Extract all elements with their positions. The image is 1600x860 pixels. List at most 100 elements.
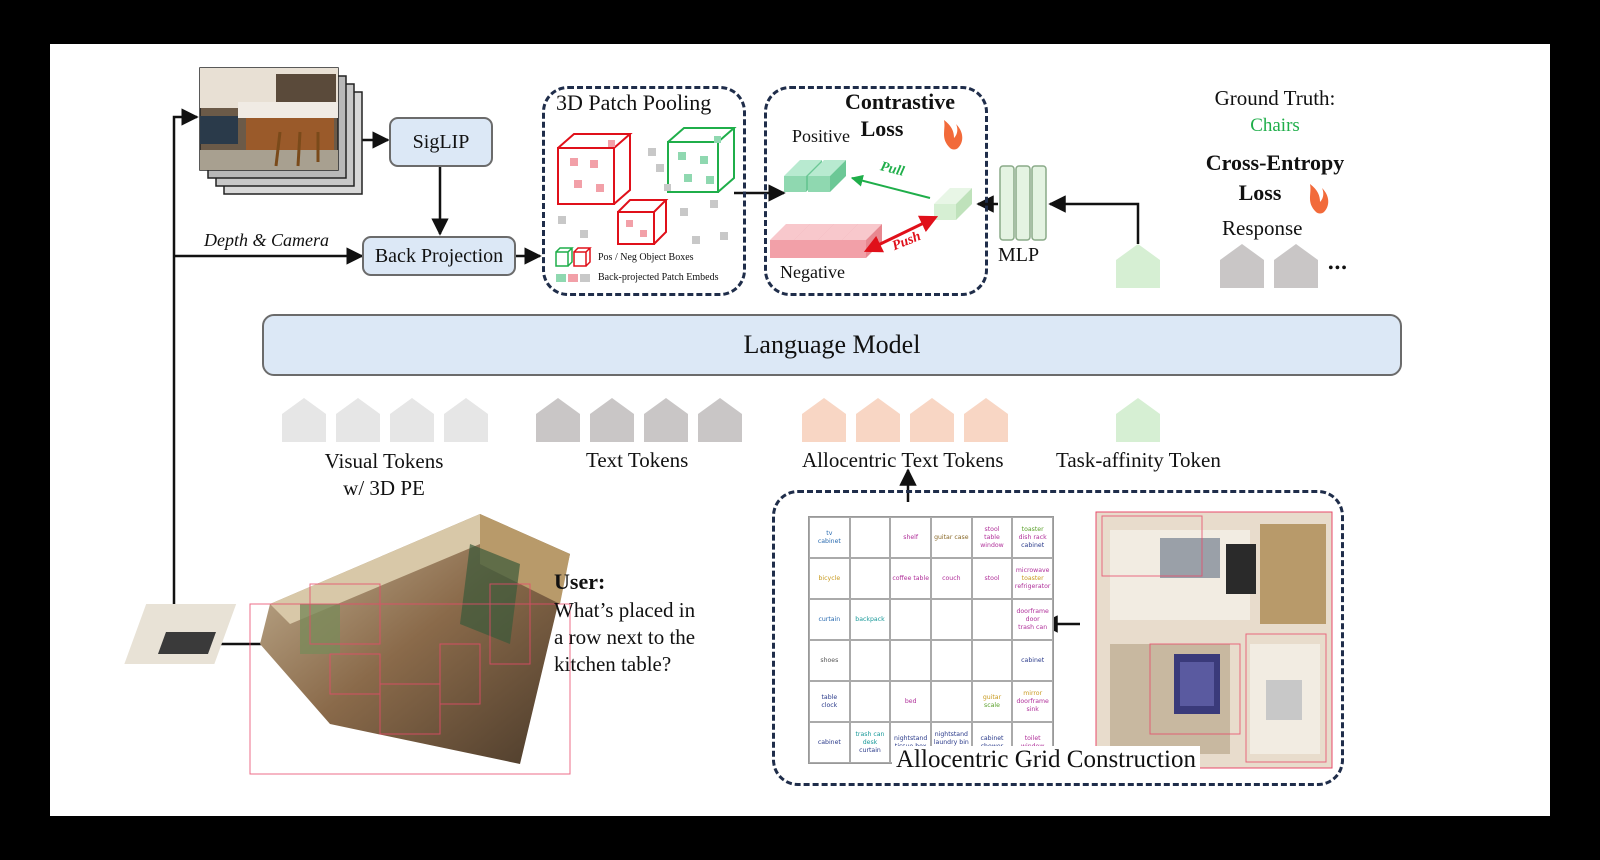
question-line1: What’s placed in <box>554 598 696 622</box>
grid-cell: bed <box>890 681 931 722</box>
grid-cell <box>971 599 1013 640</box>
grid-cell-item: table <box>984 533 1000 541</box>
grid-cell-item: window <box>980 541 1004 549</box>
grid-cell-item: tv <box>826 529 833 537</box>
grid-cell <box>849 517 891 558</box>
negative-embeds <box>770 224 882 258</box>
grid-cell-item: toaster <box>1021 525 1044 533</box>
visual-tokens-line2: w/ 3D PE <box>343 476 425 500</box>
grid-cell <box>849 640 891 681</box>
grid-cell-item: backpack <box>855 615 885 623</box>
rgb-frame-stack <box>199 67 363 195</box>
grid-cell-item: nightstand <box>934 730 968 738</box>
pos-neg-boxes-legend: Pos / Neg Object Boxes <box>598 252 694 263</box>
grid-cell-item: coffee table <box>892 574 930 582</box>
grid-cell: curtain <box>809 599 850 640</box>
positive-embeds <box>784 160 846 192</box>
ground-truth-label: Ground Truth: <box>1214 86 1336 110</box>
grid-cell <box>890 599 931 640</box>
grid-cell: shoes <box>809 640 850 681</box>
visual-tokens-line1: Visual Tokens <box>324 449 444 473</box>
grid-cell-item: toilet <box>1024 734 1041 742</box>
text-tokens-label: Text Tokens <box>586 448 689 472</box>
grid-cell: backpack <box>849 599 891 640</box>
grid-cell-item: bed <box>904 697 917 705</box>
user-label: User: <box>554 569 606 594</box>
grid-cell-item: cabinet <box>817 738 841 746</box>
grid-cell <box>971 640 1013 681</box>
diagram-drawing <box>124 67 1333 775</box>
grid-cell <box>931 681 972 722</box>
negative-label: Negative <box>780 262 845 282</box>
fire-icon <box>944 120 963 150</box>
figure-canvas: SigLIP Depth & Camera Back Projection 3D… <box>50 44 1550 816</box>
grid-cell-item: stool <box>984 574 1000 582</box>
contrastive-title-line2: Loss <box>860 116 904 141</box>
grid-cell-item: refrigerator <box>1014 582 1051 590</box>
grid-cell-item: dish rack <box>1018 533 1047 541</box>
question-line3: kitchen table? <box>554 652 672 676</box>
grid-cell: shelf <box>890 517 931 558</box>
grid-cell-item: toaster <box>1021 574 1044 582</box>
grid-cell-item: desk <box>862 738 878 746</box>
grid-cell-item: doorframe <box>1016 607 1049 615</box>
mlp-block <box>999 165 1047 241</box>
siglip-label: SigLIP <box>412 130 470 153</box>
user-question: User: What’s placed in a row next to the… <box>554 568 695 678</box>
visual-tokens-label: Visual Tokens w/ 3D PE <box>302 448 466 502</box>
contrastive-title: Contrastive Loss <box>840 88 960 142</box>
grid-cell: coffee table <box>890 558 931 599</box>
grid-cell-item: trash can <box>855 730 885 738</box>
fire-icon <box>1310 184 1329 214</box>
pull-arrow <box>850 174 931 199</box>
language-model-label: Language Model <box>743 330 921 359</box>
response-ellipsis: ••• <box>1328 260 1348 277</box>
grid-cell <box>931 599 972 640</box>
grid-cell-item: microwave <box>1015 566 1050 574</box>
grid-cell: cabinet <box>809 722 850 763</box>
grid-cell-item: curtain <box>818 615 841 623</box>
task-affinity-token-label: Task-affinity Token <box>1056 448 1221 472</box>
grid-cell-item: doorframe <box>1016 697 1049 705</box>
grid-cell-item: cabinet <box>980 734 1004 742</box>
grid-cell-item: stool <box>984 525 1000 533</box>
grid-cell-item: mirror <box>1023 689 1043 697</box>
grid-cell <box>849 558 891 599</box>
allocentric-tokens-label: Allocentric Text Tokens <box>802 448 1004 472</box>
grid-cell-item: bicycle <box>818 574 841 582</box>
box-legend-icon <box>555 247 592 267</box>
patch-pooling-title: 3D Patch Pooling <box>556 90 712 115</box>
mlp-label: MLP <box>998 244 1040 266</box>
grid-cell-item: sink <box>1026 705 1039 713</box>
task-token-to-mlp-arrow <box>1048 195 1140 244</box>
cross-entropy-line1: Cross-Entropy <box>1205 150 1345 175</box>
grid-cell-item: clock <box>821 701 838 709</box>
grid-cell <box>931 640 972 681</box>
grid-cell-item: nightstand <box>894 734 928 742</box>
anchor-embed <box>934 188 972 220</box>
response-label: Response <box>1222 216 1303 240</box>
grid-cell-item: trash can <box>1018 623 1048 631</box>
depth-camera-label: Depth & Camera <box>204 230 329 250</box>
grid-cell: guitar case <box>931 517 972 558</box>
grid-cell-item: cabinet <box>1021 656 1045 664</box>
cross-entropy-title: Cross-Entropy Loss <box>1180 148 1370 208</box>
grid-cell-item: couch <box>942 574 961 582</box>
cross-entropy-line2: Loss <box>1238 180 1282 205</box>
grid-cell: couch <box>931 558 972 599</box>
back-projection-label: Back Projection <box>374 244 504 267</box>
grid-cell-item: scale <box>984 701 1000 709</box>
grid-cell-item: table <box>821 693 838 701</box>
grid-cell <box>890 640 931 681</box>
grid-cell-item: cabinet <box>1021 541 1045 549</box>
grid-cell-item: shoes <box>820 656 839 664</box>
grid-cell: stool <box>971 558 1013 599</box>
grid-cell-item: cabinet <box>817 537 841 545</box>
